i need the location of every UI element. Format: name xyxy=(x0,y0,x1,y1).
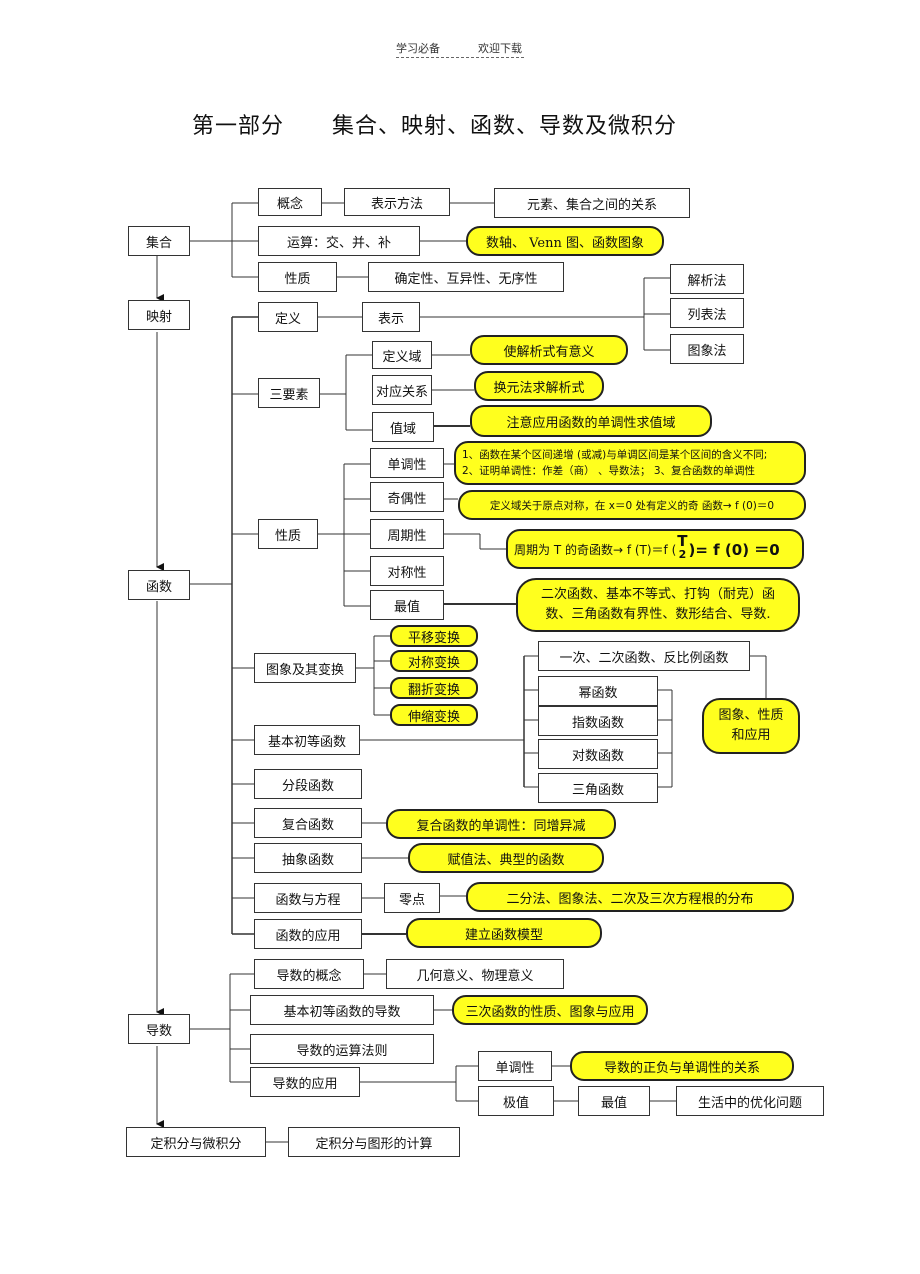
func-analytic: 解析法 xyxy=(670,264,744,294)
period-note: 周期为 T 的奇函数→ f (T)＝f ( T 2 )= f (0) ＝0 xyxy=(506,529,804,569)
set-element-relation: 元素、集合之间的关系 xyxy=(494,188,690,218)
derivative-extremum: 极值 xyxy=(478,1086,554,1116)
derivative-concept-note: 几何意义、物理意义 xyxy=(386,959,564,989)
composite-function: 复合函数 xyxy=(254,808,362,838)
derivative-optimization: 生活中的优化问题 xyxy=(676,1086,824,1116)
derivative-maximum: 最值 xyxy=(578,1086,650,1116)
derivative-rules: 导数的运算法则 xyxy=(250,1034,434,1064)
transform-symmetry: 对称变换 xyxy=(390,650,478,672)
func-represent: 表示 xyxy=(362,302,420,332)
node-derivative: 导数 xyxy=(128,1014,190,1044)
extremum-note-line2: 数、三角函数有界性、数形结合、导数. xyxy=(545,607,771,622)
transform-flip: 翻折变换 xyxy=(390,677,478,699)
elementary-functions: 基本初等函数 xyxy=(254,725,360,755)
header-divider xyxy=(396,57,524,58)
set-concept: 概念 xyxy=(258,188,322,216)
elementary-application-line2: 和应用 xyxy=(731,728,771,743)
elementary-trig: 三角函数 xyxy=(538,773,658,803)
function-application: 函数的应用 xyxy=(254,919,362,949)
graph-transform: 图象及其变换 xyxy=(254,653,356,683)
period-note-2: 2 xyxy=(678,548,687,561)
range-note: 注意应用函数的单调性求值域 xyxy=(470,405,712,437)
set-operation: 运算：交、并、补 xyxy=(258,226,420,256)
derivative-application: 导数的应用 xyxy=(250,1067,360,1097)
abstract-note: 赋值法、典型的函数 xyxy=(408,843,604,873)
set-property-detail: 确定性、互异性、无序性 xyxy=(368,262,564,292)
set-operation-tools: 数轴、 Venn 图、函数图象 xyxy=(466,226,664,256)
elementary-logarithm: 对数函数 xyxy=(538,739,658,769)
parity-box: 奇偶性 xyxy=(370,482,444,512)
transform-translate: 平移变换 xyxy=(390,625,478,647)
elementary-power: 幂函数 xyxy=(538,676,658,706)
header-left-text: 学习必备 xyxy=(396,42,440,55)
composite-note: 复合函数的单调性：同增异减 xyxy=(386,809,616,839)
extremum-note-line1: 二次函数、基本不等式、打钩（耐克）函 xyxy=(540,586,775,602)
piecewise-function: 分段函数 xyxy=(254,769,362,799)
node-mapping: 映射 xyxy=(128,300,190,330)
func-property: 性质 xyxy=(258,519,318,549)
function-equation: 函数与方程 xyxy=(254,883,362,913)
monotonic-note-line2: 2、证明单调性：作差（商） 、导数法； 3、复合函数的单调性 xyxy=(462,465,756,477)
zero-point: 零点 xyxy=(384,883,440,913)
derivative-basic: 基本初等函数的导数 xyxy=(250,995,434,1025)
domain-note: 使解析式有意义 xyxy=(470,335,628,365)
derivative-basic-note: 三次函数的性质、图象与应用 xyxy=(452,995,648,1025)
extremum-box: 最值 xyxy=(370,590,444,620)
monotonic-box: 单调性 xyxy=(370,448,444,478)
parity-note: 定义域关于原点对称，在 x＝0 处有定义的奇 函数→ f (0)＝0 xyxy=(458,490,806,520)
extremum-note: 二次函数、基本不等式、打钩（耐克）函 数、三角函数有界性、数形结合、导数. xyxy=(516,578,800,632)
zero-note: 二分法、图象法、二次及三次方程根的分布 xyxy=(466,882,794,912)
set-representation: 表示方法 xyxy=(344,188,450,216)
integral-geometry: 定积分与图形的计算 xyxy=(288,1127,460,1157)
domain-box: 定义域 xyxy=(372,341,432,369)
period-note-a: 周期为 T 的奇函数→ f (T)＝f ( xyxy=(514,542,677,557)
elementary-application-line1: 图象、性质 xyxy=(718,707,784,723)
period-note-b: )= f (0) ＝0 xyxy=(688,540,780,559)
correspondence-note: 换元法求解析式 xyxy=(474,371,604,401)
three-elements: 三要素 xyxy=(258,378,320,408)
node-integral: 定积分与微积分 xyxy=(126,1127,266,1157)
monotonic-note: 1、函数在某个区间递增 (或减)与单调区间是某个区间的含义不同; 2、证明单调性… xyxy=(454,441,806,485)
derivative-monotonic-note: 导数的正负与单调性的关系 xyxy=(570,1051,794,1081)
correspondence-box: 对应关系 xyxy=(372,375,432,405)
node-function: 函数 xyxy=(128,570,190,600)
func-table: 列表法 xyxy=(670,298,744,328)
set-property: 性质 xyxy=(258,262,337,292)
derivative-concept: 导数的概念 xyxy=(254,959,364,989)
application-note: 建立函数模型 xyxy=(406,918,602,948)
elementary-exponential: 指数函数 xyxy=(538,706,658,736)
symmetry-box: 对称性 xyxy=(370,556,444,586)
transform-stretch: 伸缩变换 xyxy=(390,704,478,726)
abstract-function: 抽象函数 xyxy=(254,843,362,873)
func-graph: 图象法 xyxy=(670,334,744,364)
derivative-monotonic: 单调性 xyxy=(478,1051,552,1081)
node-set: 集合 xyxy=(128,226,190,256)
func-definition: 定义 xyxy=(258,302,318,332)
period-box: 周期性 xyxy=(370,519,444,549)
range-box: 值域 xyxy=(372,412,434,442)
page-title: 第一部分 集合、映射、函数、导数及微积分 xyxy=(192,114,677,139)
monotonic-note-line1: 1、函数在某个区间递增 (或减)与单调区间是某个区间的含义不同; xyxy=(462,448,768,461)
header-right-text: 欢迎下载 xyxy=(478,42,522,55)
elementary-application: 图象、性质 和应用 xyxy=(702,698,800,754)
period-note-T: T xyxy=(677,532,688,550)
elementary-linear: 一次、二次函数、反比例函数 xyxy=(538,641,750,671)
